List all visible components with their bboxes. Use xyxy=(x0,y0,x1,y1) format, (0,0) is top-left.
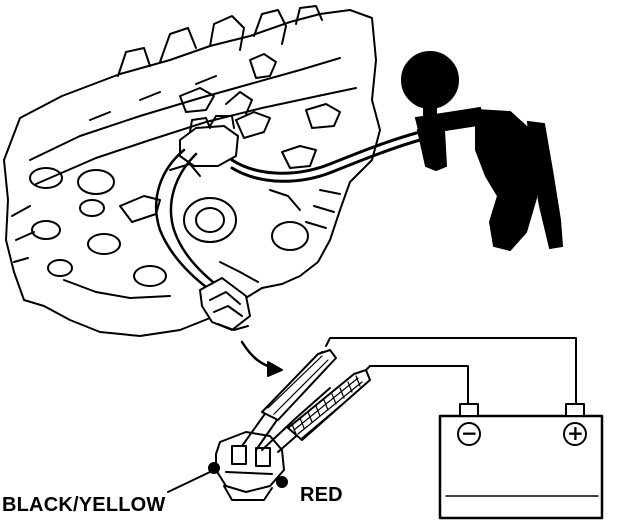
vacuum-pump-icon xyxy=(401,51,564,252)
battery-negative-symbol: − xyxy=(461,421,478,445)
engine-sketch xyxy=(3,5,381,337)
connector-plug xyxy=(199,277,251,331)
battery-icon xyxy=(438,403,604,520)
red-terminal xyxy=(276,476,288,488)
sensor-harness xyxy=(154,148,220,292)
battery-positive-symbol: + xyxy=(567,421,584,445)
test-lead-positive xyxy=(241,337,577,451)
test-connector xyxy=(215,431,285,501)
black-yellow-label: BLACK/YELLOW xyxy=(2,494,166,516)
black-yellow-terminal xyxy=(208,462,220,474)
red-label: RED xyxy=(300,484,343,506)
test-lead-negative xyxy=(261,365,469,453)
vacuum-hose xyxy=(230,130,422,175)
